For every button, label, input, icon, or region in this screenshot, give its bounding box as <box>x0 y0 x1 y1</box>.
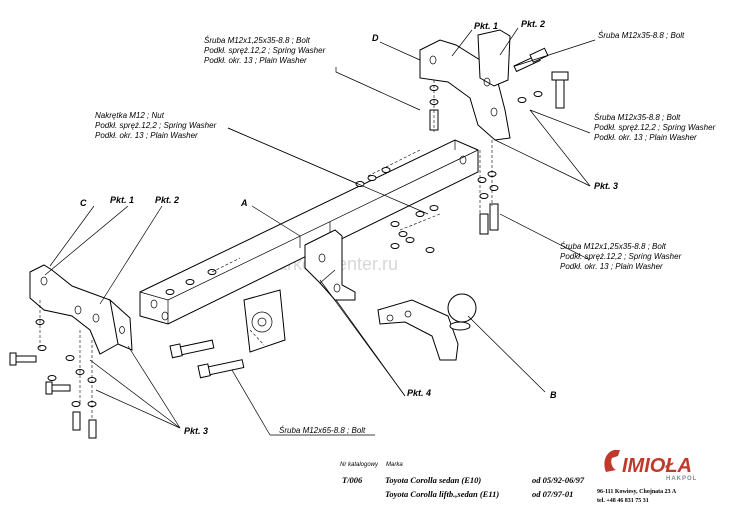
company-phone: tel. +48 46 831 75 31 <box>597 498 649 504</box>
pkt2-top: Pkt. 2 <box>521 19 545 29</box>
company-address: 96-111 Kowiesy, Chojnata 23 A <box>597 489 677 495</box>
brand-header: Marka <box>386 462 403 468</box>
tow-ball-b <box>377 293 477 361</box>
label-top-right: Śruba M12x35-8.8 ; Bolt <box>598 31 685 40</box>
letter-a: A <box>240 198 248 208</box>
label-bottom-bolt: Śruba M12x65-8.8 ; Bolt <box>279 426 366 435</box>
letter-d: D <box>372 33 379 43</box>
svg-text:Podkł. spręż.12,2 ; Spring Was: Podkł. spręż.12,2 ; Spring Washer <box>204 46 326 55</box>
letter-c: C <box>80 198 87 208</box>
leader-lines <box>44 27 596 436</box>
pkt4: Pkt. 4 <box>407 388 431 398</box>
label-right-mid: Śruba M12x35-8.8 ; Bolt Podkł. spręż.12,… <box>594 113 716 142</box>
pkt1-top: Pkt. 1 <box>474 21 498 31</box>
letter-b: B <box>550 390 557 400</box>
svg-text:Śruba M12x1,25x35-8.8 ; Bolt: Śruba M12x1,25x35-8.8 ; Bolt <box>204 36 311 45</box>
svg-text:Podkł. spręż.12,2 ; Spring Was: Podkł. spręż.12,2 ; Spring Washer <box>95 121 217 130</box>
svg-text:Podkł. spręż.12,2 ; Spring Was: Podkł. spręż.12,2 ; Spring Washer <box>560 252 682 261</box>
logo-hook-icon <box>604 450 620 472</box>
center-hitch-bracket <box>304 229 356 301</box>
svg-text:Śruba M12x35-8.8 ; Bolt: Śruba M12x35-8.8 ; Bolt <box>594 113 681 122</box>
catalog-header: Nr katalogowy <box>340 462 379 468</box>
svg-text:Śruba M12x65-8.8 ; Bolt: Śruba M12x65-8.8 ; Bolt <box>279 426 366 435</box>
left-bracket-c <box>29 264 133 355</box>
bolt-m12x65 <box>169 339 245 379</box>
title-block: Nr katalogowy Marka T/006 Toyota Corolla… <box>340 462 585 499</box>
model-row-1: Toyota Corolla sedan (E10) <box>385 475 481 485</box>
label-right-low: Śruba M12x1,25x35-8.8 ; Bolt Podkł. sprę… <box>560 242 682 271</box>
alignment-lines <box>39 80 493 420</box>
pkt3-bottom: Pkt. 3 <box>184 426 208 436</box>
pkt2-left: Pkt. 2 <box>155 195 179 205</box>
model-row-2: Toyota Corolla liftb.,sedan (E11) <box>385 489 499 499</box>
svg-text:Podkł. spręż.12,2 ; Spring Was: Podkł. spręż.12,2 ; Spring Washer <box>594 123 716 132</box>
crossbar-a <box>139 139 479 325</box>
svg-text:Podkł. okr. 13 ; Plain Washer: Podkł. okr. 13 ; Plain Washer <box>594 133 697 142</box>
svg-text:Nakrętka M12 ; Nut: Nakrętka M12 ; Nut <box>95 111 165 120</box>
dates-row-2: od 07/97-01 <box>532 489 573 499</box>
svg-text:Śruba M12x1,25x35-8.8 ; Bolt: Śruba M12x1,25x35-8.8 ; Bolt <box>560 242 667 251</box>
logo-text: IMIOŁA <box>622 455 692 477</box>
label-top-left: Śruba M12x1,25x35-8.8 ; Bolt Podkł. sprę… <box>204 36 326 65</box>
svg-text:Podkł. okr. 13 ; Plain Washer: Podkł. okr. 13 ; Plain Washer <box>560 262 663 271</box>
svg-text:Śruba M12x35-8.8 ; Bolt: Śruba M12x35-8.8 ; Bolt <box>598 31 685 40</box>
logo-sub: HAKPOL <box>666 476 697 482</box>
svg-text:Podkł. okr. 13 ; Plain Washer: Podkł. okr. 13 ; Plain Washer <box>95 131 198 140</box>
company-logo: IMIOŁA HAKPOL 96-111 Kowiesy, Chojnata 2… <box>597 450 697 504</box>
socket-plate <box>243 289 286 353</box>
pkt3-right: Pkt. 3 <box>594 181 618 191</box>
catalog-number: T/006 <box>342 475 363 485</box>
svg-text:Podkł. okr. 13 ; Plain Washer: Podkł. okr. 13 ; Plain Washer <box>204 56 307 65</box>
left-fasteners <box>9 319 97 439</box>
pkt1-left: Pkt. 1 <box>110 195 134 205</box>
label-nut-group: Nakrętka M12 ; Nut Podkł. spręż.12,2 ; S… <box>95 111 217 140</box>
dates-row-1: od 05/92-06/97 <box>532 475 585 485</box>
right-bracket-d <box>419 29 511 141</box>
